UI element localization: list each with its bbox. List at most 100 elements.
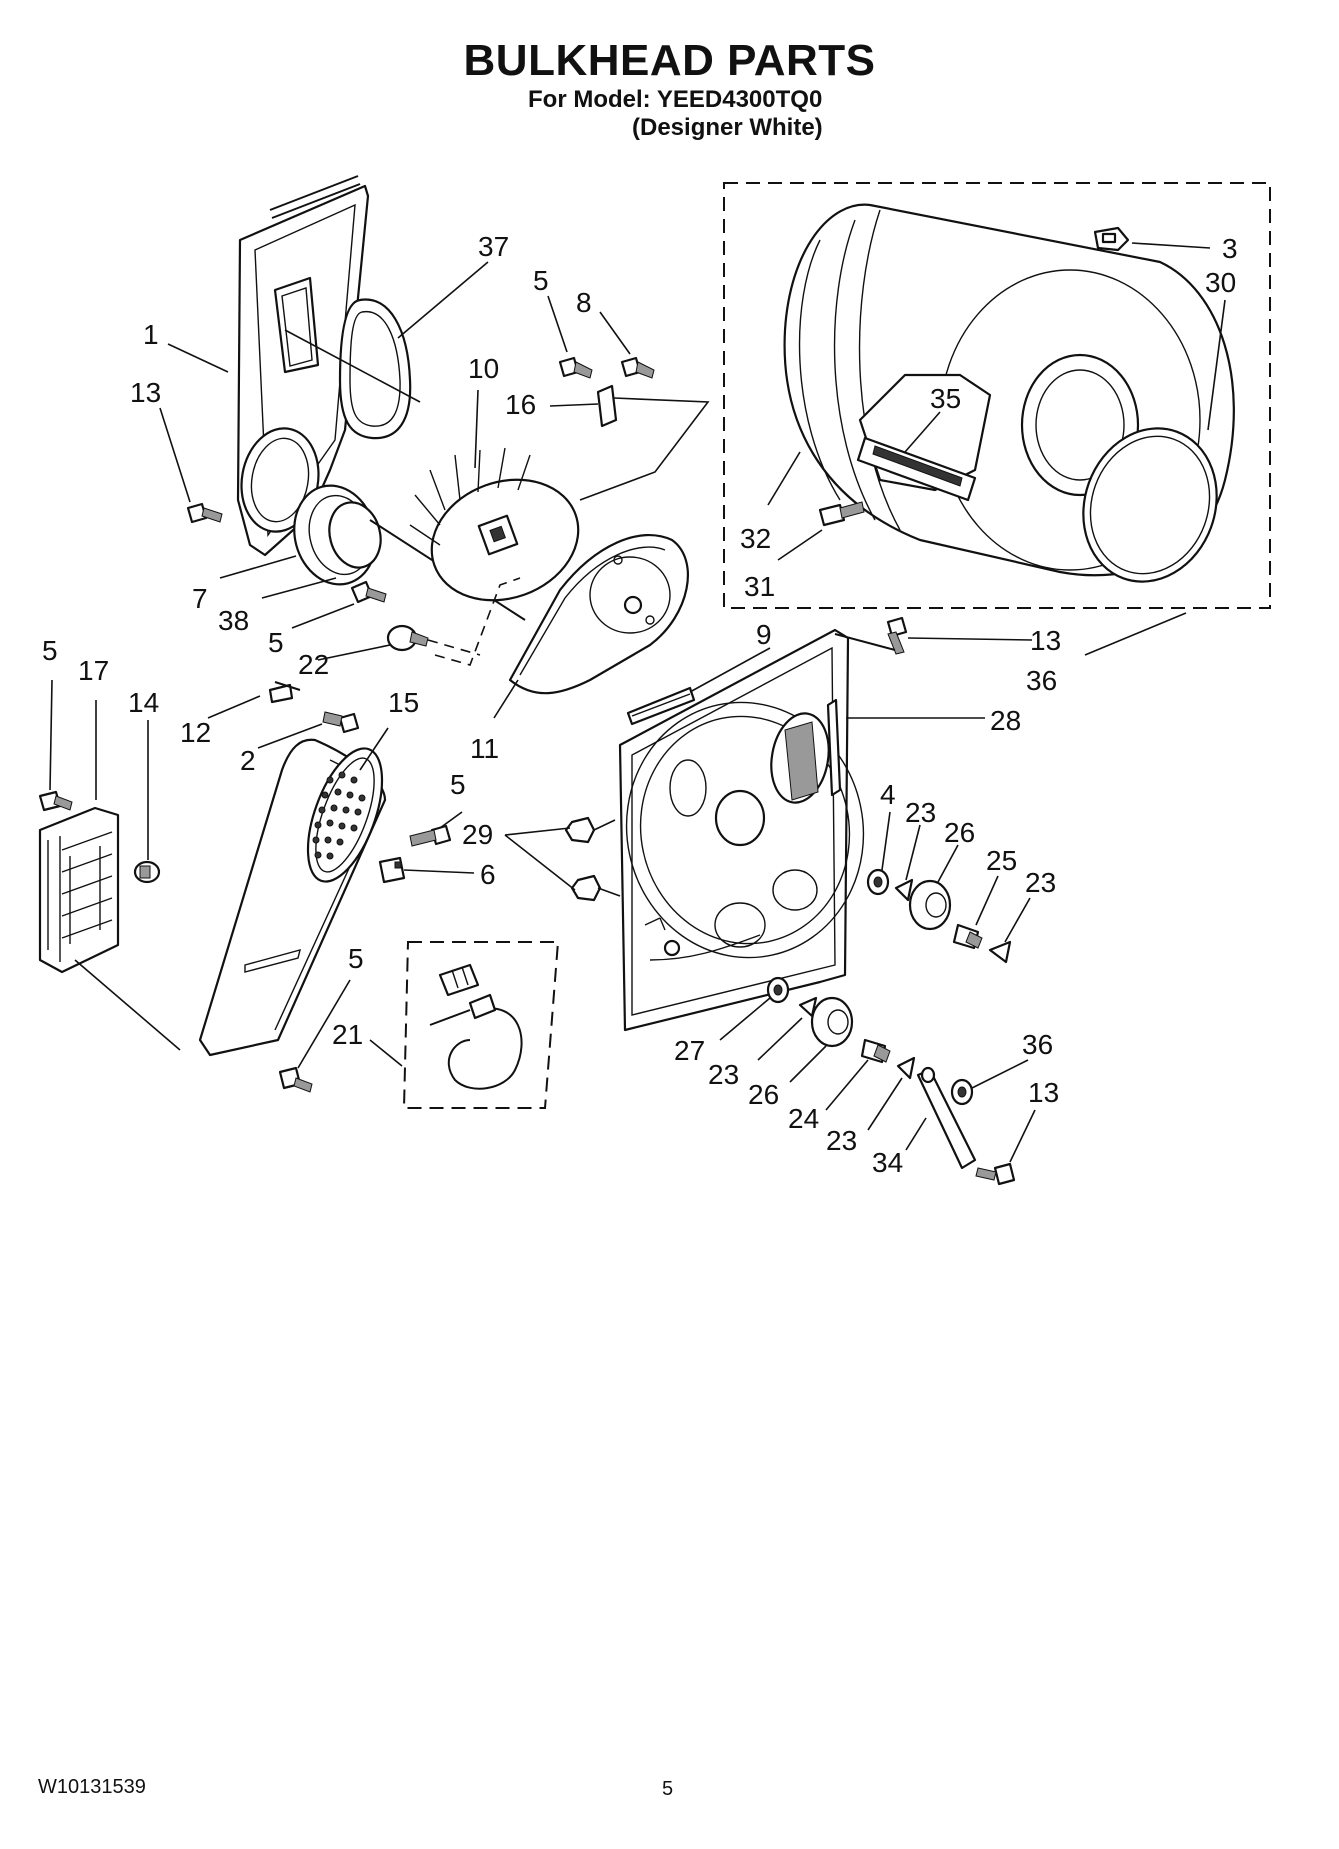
callout-12: 12: [180, 717, 211, 748]
nut-28-lower: [570, 874, 602, 902]
callout-23-b: 23: [1025, 867, 1056, 898]
callout-29: 28: [990, 705, 1021, 736]
screw-5-bottom: [278, 1066, 313, 1093]
screw-5-top: [558, 356, 593, 379]
callout-13-bottom: 13: [1028, 1077, 1059, 1108]
document-number: W10131539: [38, 1776, 146, 1798]
callout-23-a: 23: [905, 797, 936, 828]
callout-6: 6: [480, 859, 496, 890]
callout-5-left: 5: [42, 635, 58, 666]
drum-assembly-group: [723, 182, 1271, 609]
wire-harness-dashed-box: [402, 941, 560, 1109]
callout-5-center: 5: [450, 769, 466, 800]
callout-1: 1: [143, 319, 159, 350]
callout-30: 30: [1205, 267, 1236, 298]
wire-harness-group: [402, 941, 560, 1109]
callout-31: 31: [744, 571, 775, 602]
washer-36: [950, 1078, 974, 1106]
callout-8: 8: [576, 287, 592, 318]
washer-23-a: [894, 878, 914, 902]
callout-10: 10: [468, 353, 499, 384]
screw-13-bottom: [975, 1162, 1016, 1186]
callout-labels: 1 13 37 5 8 10 16 7 38 5 22 11 5 17 14 1…: [42, 231, 1238, 1178]
screw-2: [322, 711, 360, 734]
callout-27: 27: [674, 1035, 705, 1066]
screw-13-left: [186, 502, 223, 524]
page-title: BULKHEAD PARTS: [463, 36, 876, 85]
callout-9: 9: [756, 619, 772, 650]
callout-22: 22: [298, 649, 329, 680]
bracket-16: [596, 384, 618, 428]
washer-23-d: [896, 1056, 916, 1080]
callout-5-top: 5: [533, 265, 549, 296]
screw-5-mid: [350, 580, 387, 604]
blower-wheel: [409, 447, 580, 602]
callout-36: 36: [1022, 1029, 1053, 1060]
callout-5-bottom: 5: [348, 943, 364, 974]
thermal-cutoff: [133, 860, 161, 884]
model-line: For Model: YEED4300TQ0: [528, 86, 823, 113]
screw-5-left: [38, 790, 73, 812]
leader-lines: [49, 242, 1226, 1163]
callout-23-c: 23: [708, 1059, 739, 1090]
clip-12: [268, 681, 301, 704]
blower-housing: [508, 534, 689, 695]
screw-5-center: [409, 824, 452, 847]
callout-17: 17: [78, 655, 109, 686]
rear-bulkhead-grille: [784, 721, 819, 801]
door-seal: [338, 298, 412, 440]
callout-13-rear: 13: [1030, 625, 1061, 656]
nut-28-upper: [564, 816, 596, 844]
callout-34: 35: [930, 383, 961, 414]
thermistor-22: [386, 624, 481, 656]
drum-baffle: [856, 436, 977, 502]
lint-screen-holes: [312, 771, 366, 860]
callout-32: 32: [740, 523, 771, 554]
callout-15: 14: [128, 687, 159, 718]
washer-23-c: [798, 996, 818, 1018]
callout-35: 34: [872, 1147, 903, 1178]
washer-23-b: [988, 940, 1012, 964]
callout-5-mid: 5: [268, 627, 284, 658]
callout-37: 37: [478, 231, 509, 262]
front-duct-seal: [293, 484, 526, 621]
screw-8: [620, 356, 655, 379]
callout-25: 25: [986, 845, 1017, 876]
bearing-27: [766, 976, 790, 1004]
rear-bulkhead: [618, 628, 865, 1032]
callout-3: 3: [1222, 233, 1238, 264]
support-bracket-35: [916, 1066, 977, 1170]
page-number: 5: [662, 1778, 674, 1800]
lint-duct: [198, 738, 387, 1057]
callout-23-d: 23: [826, 1125, 857, 1156]
callout-4: 4: [880, 779, 896, 810]
callout-33: 36: [1026, 665, 1057, 696]
roller-26-lower: [810, 996, 854, 1048]
callout-28: 29: [462, 819, 493, 850]
callout-7: 7: [192, 583, 208, 614]
bearing-4: [866, 868, 890, 896]
switch-6: [378, 856, 406, 884]
drum-rear-seal: [1082, 427, 1218, 583]
callout-38: 38: [218, 605, 249, 636]
heater-assembly: [38, 806, 120, 974]
callout-21: 21: [332, 1019, 363, 1050]
shaft-25: [952, 923, 983, 950]
callout-13-left: 13: [130, 377, 161, 408]
front-bulkhead: [236, 175, 370, 557]
callout-2: 2: [240, 745, 256, 776]
shaft-24: [860, 1038, 891, 1064]
callout-26-upper: 26: [944, 817, 975, 848]
felt-seal: [626, 686, 696, 726]
screw-13-rear: [834, 616, 908, 655]
callout-16: 16: [505, 389, 536, 420]
callout-24: 24: [788, 1103, 819, 1134]
callout-14: 15: [388, 687, 419, 718]
roller-26-upper: [908, 879, 952, 931]
callout-26-lower: 26: [748, 1079, 779, 1110]
callout-11: 11: [470, 733, 499, 764]
drum-clip: [1093, 226, 1130, 252]
color-line: (Designer White): [632, 114, 823, 141]
drum-screw: [818, 501, 865, 527]
